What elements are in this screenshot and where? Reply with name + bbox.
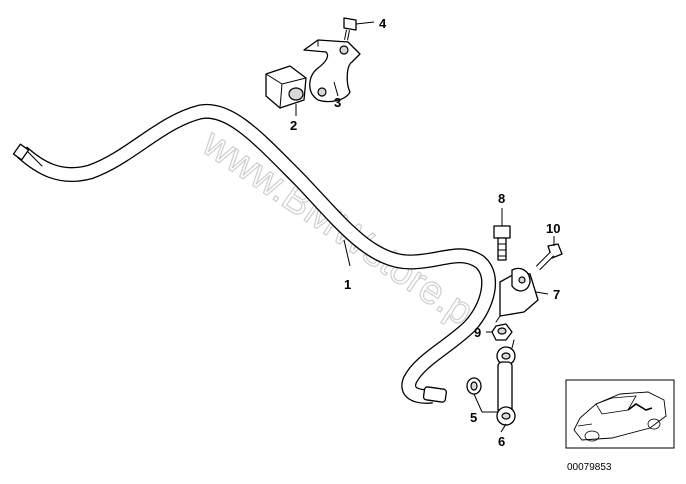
rubber-mount-icon <box>265 65 307 109</box>
stabilizer-bar-icon <box>12 103 497 404</box>
callout-7: 7 <box>553 287 560 302</box>
callout-5: 5 <box>470 410 477 425</box>
diagram-number: 00079853 <box>567 462 612 473</box>
clamp-icon <box>303 39 361 103</box>
callout-6: 6 <box>498 434 505 449</box>
nut-icon <box>491 323 513 341</box>
link-icon <box>496 339 516 426</box>
screw-icon <box>343 17 357 41</box>
callout-8: 8 <box>498 191 505 206</box>
callout-1: 1 <box>344 277 351 292</box>
callout-10: 10 <box>546 221 560 236</box>
callout-4: 4 <box>379 16 387 31</box>
screw-icon <box>493 225 511 261</box>
bushing-icon <box>466 377 482 395</box>
callout-2: 2 <box>290 118 297 133</box>
bracket-icon <box>495 267 539 323</box>
car-thumbnail-icon <box>565 379 675 449</box>
screw-icon <box>535 243 563 271</box>
leader-lines <box>295 21 555 433</box>
callout-3: 3 <box>334 95 341 110</box>
callout-9: 9 <box>474 325 481 340</box>
